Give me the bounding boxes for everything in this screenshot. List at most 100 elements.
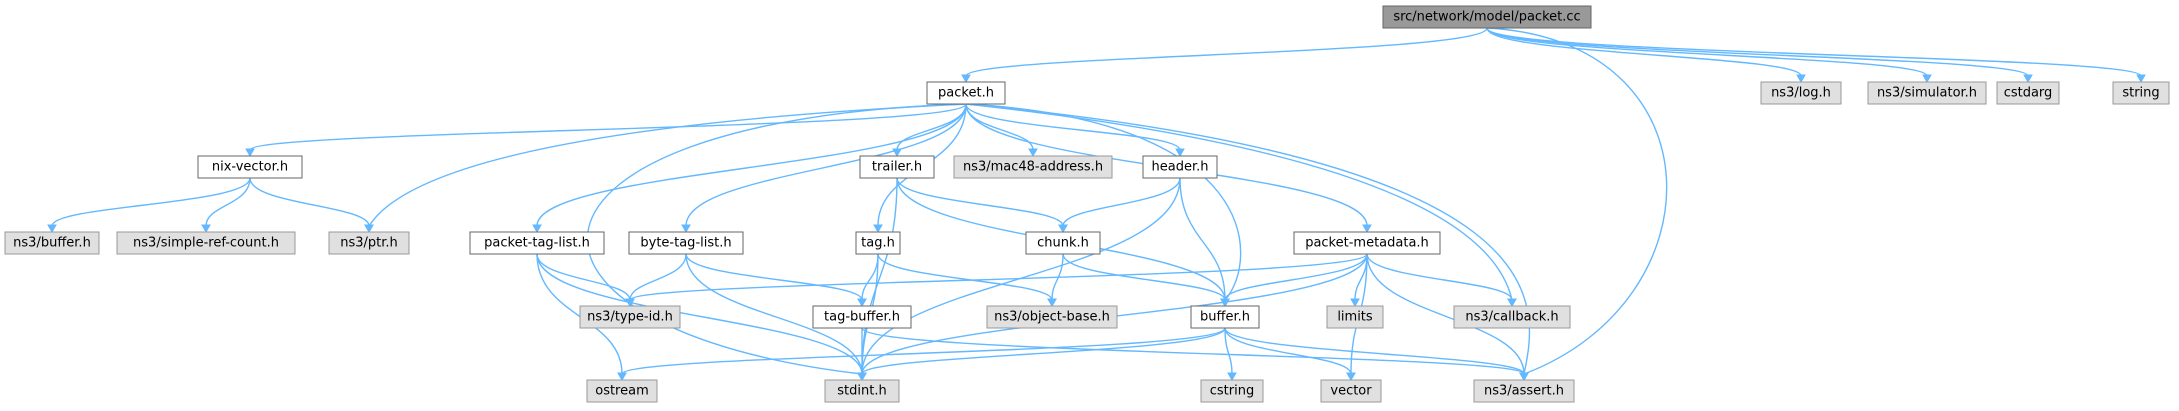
node-box <box>859 155 935 179</box>
node-label: ns3/mac48-address.h <box>963 160 1103 175</box>
edge-packet_h-to-packet_tag_list <box>536 103 967 227</box>
node-box <box>628 231 744 255</box>
edge-packet_metadata-to-ns3_assert <box>1366 253 1525 375</box>
node-trailer[interactable]: trailer.h <box>859 155 935 179</box>
arrowhead-chunk-to-object_base <box>1047 298 1057 308</box>
edge-chunk-to-buffer <box>1062 253 1226 301</box>
arrowhead-packet_h-to-byte_tag_list <box>681 224 691 234</box>
node-label: tag.h <box>861 236 895 251</box>
node-type-id: ns3/type-id.h <box>579 305 681 329</box>
edge-packet_cc-to-cstdarg <box>1486 27 2029 77</box>
edge-header-to-chunk <box>1062 177 1181 227</box>
edge-trailer-to-stdint <box>861 177 898 375</box>
node-simple-ref: ns3/simple-ref-count.h <box>116 231 296 255</box>
arrowhead-nix_vector-to-simple_ref <box>201 224 211 234</box>
node-box <box>855 231 901 255</box>
edge-tag_buffer-to-ns3_assert <box>861 327 1525 375</box>
edge-buffer-to-stdint <box>861 327 1226 375</box>
arrowhead-buffer-to-stdint <box>857 372 867 382</box>
arrowhead-nix_vector-to-ns3_ptr <box>364 224 374 234</box>
edge-packet_cc-to-ns3_log <box>1486 27 1802 77</box>
node-label: string <box>2122 86 2159 101</box>
arrowhead-packet_h-to-mac48 <box>1028 148 1038 158</box>
edges-layer <box>47 27 2146 382</box>
node-box <box>953 155 1113 179</box>
node-header[interactable]: header.h <box>1142 155 1218 179</box>
edge-byte_tag_list-to-type_id <box>629 253 687 301</box>
node-nix-vector[interactable]: nix-vector.h <box>197 155 303 179</box>
edge-packet_cc-to-string <box>1486 27 2142 77</box>
arrowhead-nix_vector-to-ns3_buffer <box>47 224 57 234</box>
edge-trailer-to-chunk <box>896 177 1064 227</box>
node-box <box>1200 379 1264 403</box>
node-cstdarg: cstdarg <box>1996 81 2060 105</box>
edge-packet_metadata-to-type_id <box>629 253 1368 301</box>
node-box <box>1190 305 1260 329</box>
edge-packet_metadata-to-callback <box>1366 253 1513 301</box>
arrowhead-packet_h-to-packet_metadata <box>1362 224 1372 234</box>
edge-byte_tag_list-to-tag_buffer <box>685 253 863 301</box>
node-label: src/network/model/packet.cc <box>1393 10 1580 25</box>
node-label: trailer.h <box>872 160 922 175</box>
arrowhead-packet_metadata-to-type_id <box>625 298 635 308</box>
edge-byte_tag_list-to-stdint <box>685 253 863 375</box>
node-packet-tag-list[interactable]: packet-tag-list.h <box>469 231 605 255</box>
arrowhead-packet_metadata-to-limits <box>1350 298 1360 308</box>
node-box <box>1326 305 1384 329</box>
node-label: buffer.h <box>1200 310 1250 325</box>
node-box <box>1320 379 1382 403</box>
node-object-base: ns3/object-base.h <box>986 305 1118 329</box>
node-chunk[interactable]: chunk.h <box>1025 231 1101 255</box>
edge-buffer-to-ns3_assert <box>1224 327 1525 375</box>
edge-packet_h-to-byte_tag_list <box>685 103 967 227</box>
node-tag[interactable]: tag.h <box>855 231 901 255</box>
edge-nix_vector-to-simple_ref <box>205 177 251 227</box>
edge-nix_vector-to-ns3_buffer <box>51 177 251 227</box>
node-label: tag-buffer.h <box>824 310 900 325</box>
node-box <box>1453 305 1571 329</box>
node-box <box>1760 81 1842 105</box>
node-label: ns3/type-id.h <box>587 310 673 325</box>
node-box <box>1293 231 1441 255</box>
node-string: string <box>2112 81 2170 105</box>
node-ns3-log: ns3/log.h <box>1760 81 1842 105</box>
node-ns3-buffer: ns3/buffer.h <box>4 231 100 255</box>
arrowhead-packet_h-to-packet_tag_list <box>532 224 542 234</box>
node-label: cstdarg <box>2004 86 2053 101</box>
node-box <box>1473 379 1575 403</box>
edge-packet_cc-to-ns3_assert <box>1486 27 1668 375</box>
edge-packet_cc-to-ns3_simulator <box>1486 27 1928 77</box>
arrowhead-buffer-to-cstring <box>1227 372 1237 382</box>
node-label: stdint.h <box>837 384 886 399</box>
node-packet-h[interactable]: packet.h <box>926 81 1006 105</box>
node-label: packet-tag-list.h <box>484 236 590 251</box>
node-cstring: cstring <box>1200 379 1264 403</box>
node-box <box>116 231 296 255</box>
node-packet-metadata[interactable]: packet-metadata.h <box>1293 231 1441 255</box>
edge-chunk-to-object_base <box>1051 253 1064 301</box>
node-label: ns3/simulator.h <box>1877 86 1977 101</box>
node-box <box>926 81 1006 105</box>
node-box <box>4 231 100 255</box>
arrowhead-buffer-to-vector <box>1346 372 1356 382</box>
node-tag-buffer[interactable]: tag-buffer.h <box>812 305 912 329</box>
node-vector: vector <box>1320 379 1382 403</box>
node-box <box>579 305 681 329</box>
node-callback: ns3/callback.h <box>1453 305 1571 329</box>
edge-nix_vector-to-ns3_ptr <box>249 177 370 227</box>
node-byte-tag-list[interactable]: byte-tag-list.h <box>628 231 744 255</box>
node-box <box>1025 231 1101 255</box>
edge-packet_cc-to-packet_h <box>965 27 1488 77</box>
node-label: ns3/object-base.h <box>994 310 1110 325</box>
node-stdint: stdint.h <box>824 379 900 403</box>
node-packet-cc[interactable]: src/network/model/packet.cc <box>1382 5 1592 29</box>
node-label: ostream <box>595 384 649 399</box>
arrowhead-packet_h-to-trailer <box>892 148 902 158</box>
edge-packet_h-to-trailer <box>896 103 967 151</box>
edge-packet_tag_list-to-type_id <box>536 253 631 301</box>
node-label: header.h <box>1152 160 1209 175</box>
node-label: packet-metadata.h <box>1305 236 1429 251</box>
node-buffer[interactable]: buffer.h <box>1190 305 1260 329</box>
arrowhead-packet_metadata-to-callback <box>1507 298 1517 308</box>
